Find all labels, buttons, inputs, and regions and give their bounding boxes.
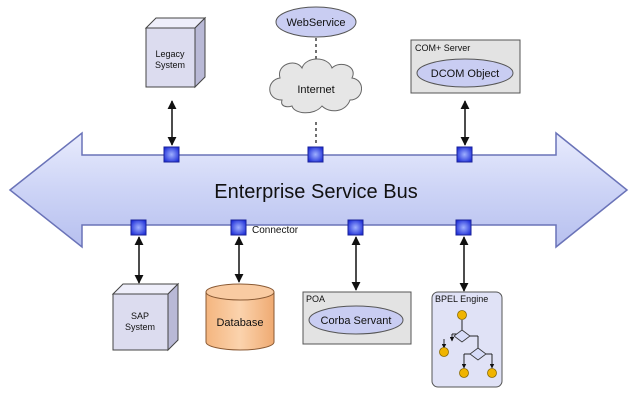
database-cylinder: [205, 283, 275, 351]
legacy-line2: System: [155, 60, 185, 70]
legacy-system-box: [144, 16, 207, 89]
webservice-oval: [275, 6, 357, 38]
bpel-flow-diagram: [439, 310, 497, 378]
connector-top-com: [456, 146, 473, 163]
sap-system-box: [111, 282, 180, 352]
connector-bottom-bpel: [455, 219, 472, 236]
bus-label: Enterprise Service Bus: [214, 181, 417, 203]
com-server-title: COM+ Server: [415, 43, 470, 53]
internet-cloud: [269, 58, 362, 114]
connector-label: Connector: [252, 225, 299, 236]
sap-line1: SAP: [131, 311, 149, 321]
corba-servant-label: Corba Servant: [321, 315, 392, 327]
connector-top-legacy: [163, 146, 180, 163]
database-label: Database: [216, 317, 263, 329]
dcom-object-label: DCOM Object: [431, 68, 499, 80]
connector-top-internet: [307, 146, 324, 163]
bpel-title: BPEL Engine: [435, 294, 488, 304]
legacy-line1: Legacy: [155, 49, 185, 59]
poa-title: POA: [306, 294, 325, 304]
connector-bottom-sap: [130, 219, 147, 236]
dcom-object-oval: [416, 58, 514, 88]
connector-bottom-database: [230, 219, 247, 236]
bpel-engine-box: [431, 291, 503, 388]
connector-bottom-poa: [347, 219, 364, 236]
corba-servant-oval: [308, 305, 404, 335]
sap-line2: System: [125, 322, 155, 332]
internet-label: Internet: [297, 84, 334, 96]
webservice-label: WebService: [286, 17, 345, 29]
